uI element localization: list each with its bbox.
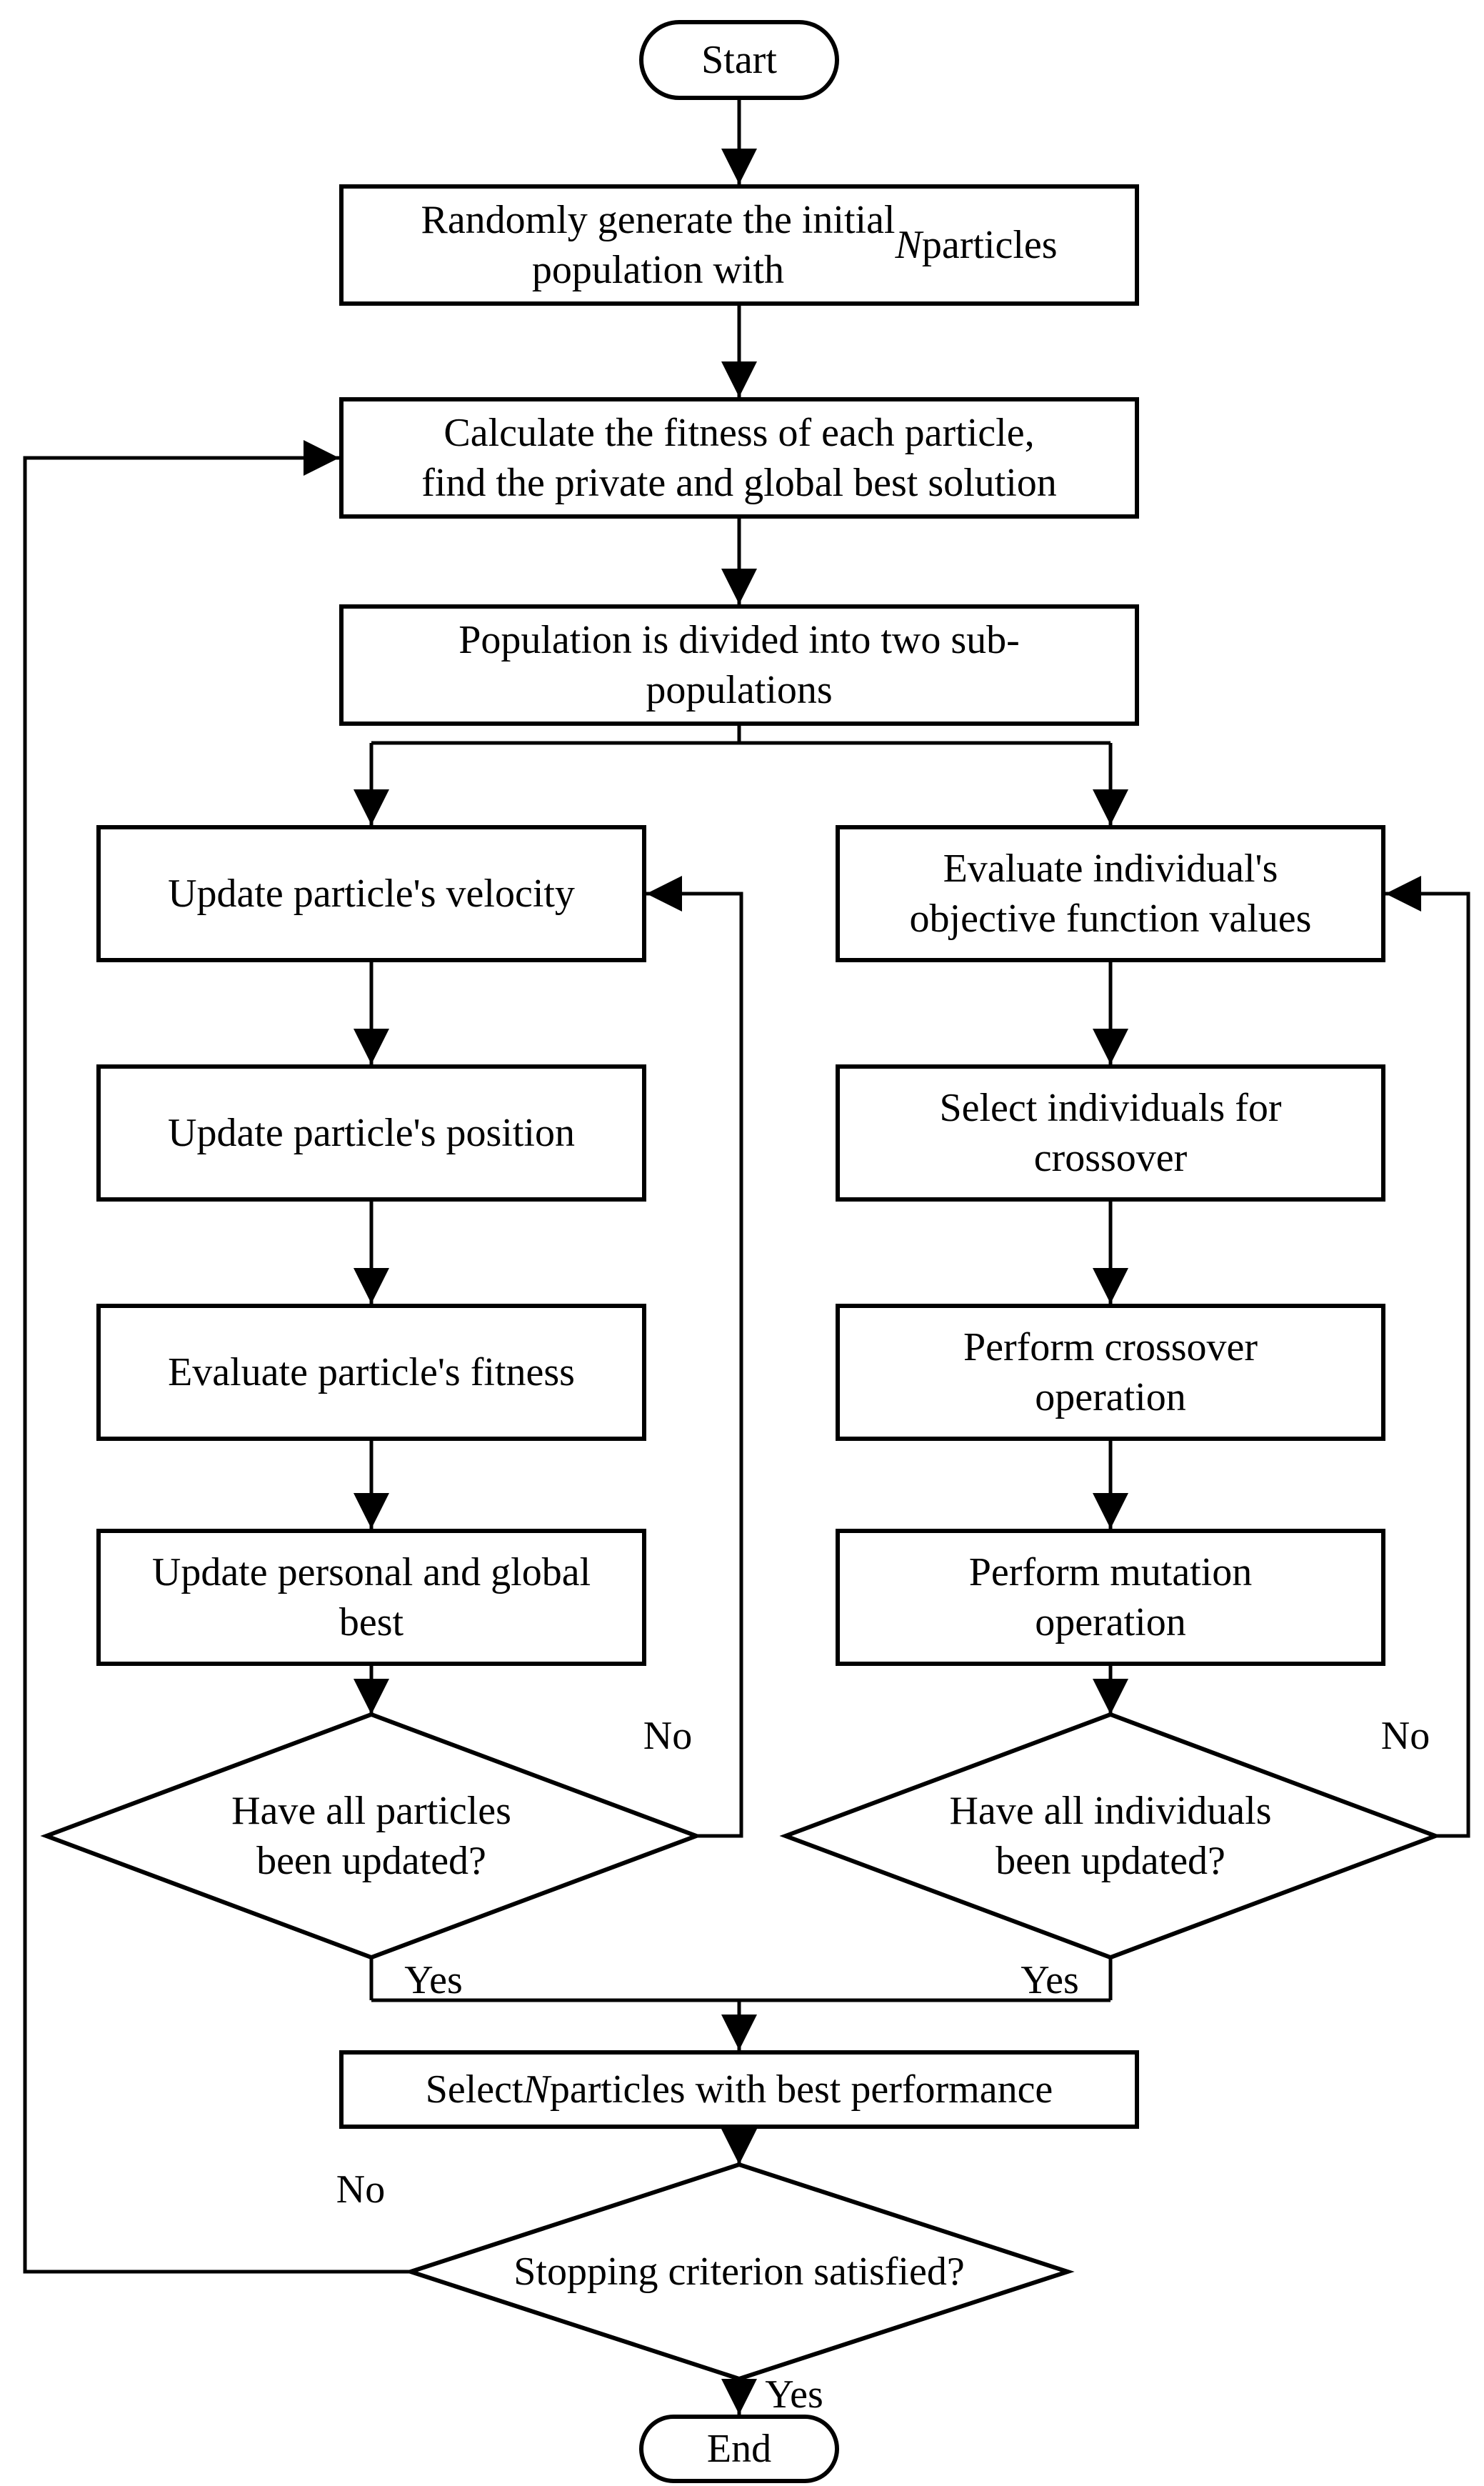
decision-stopping-shape (403, 2162, 1075, 2382)
edge-stopping-no-loop (23, 440, 411, 2274)
node-end: End (639, 2415, 839, 2483)
node-select-individuals-crossover: Select individuals for crossover (836, 1064, 1385, 1202)
decision-stopping-label: Stopping criterion satisfied? (513, 2250, 965, 2294)
node-generate-text-pre: Randomly generate the initial population… (421, 198, 896, 292)
label-stopping-yes: Yes (765, 2372, 823, 2417)
decision-particles-updated-label: Have all particles been updated? (231, 1789, 511, 1883)
node-perform-mutation: Perform mutation operation (836, 1529, 1385, 1666)
decision-individuals-updated-shape (779, 1712, 1442, 1960)
decision-particles-updated-shape (40, 1712, 703, 1960)
node-select-best-text-pre: Select (425, 2067, 523, 2112)
edge-yes-merge-line (369, 1957, 1113, 2002)
node-generate-population: Randomly generate the initial population… (339, 184, 1139, 306)
node-divide-population: Population is divided into two sub- popu… (339, 604, 1139, 726)
node-start: Start (639, 20, 839, 100)
label-particles-yes: Yes (404, 1958, 463, 2002)
edge-individuals-no-loop (1385, 876, 1470, 1838)
node-generate-variable-n: N (895, 223, 922, 267)
node-select-best-variable-n: N (523, 2067, 550, 2112)
label-individuals-no: No (1380, 1714, 1430, 1758)
node-select-best-particles: Select N particles with best performance (339, 2050, 1139, 2129)
label-particles-no: No (643, 1714, 693, 1758)
node-evaluate-objective: Evaluate individual's objective function… (836, 825, 1385, 962)
node-update-velocity: Update particle's velocity (96, 825, 646, 962)
node-select-best-text-post: particles with best performance (549, 2067, 1053, 2112)
edge-divide-split-line (371, 726, 1111, 745)
edge-particles-no-loop (646, 876, 743, 1838)
node-update-personal-global-best: Update personal and global best (96, 1529, 646, 1666)
node-calculate-fitness: Calculate the fitness of each particle, … (339, 397, 1139, 519)
node-generate-text-post: particles (921, 223, 1058, 267)
label-individuals-yes: Yes (1021, 1958, 1079, 2002)
decision-individuals-updated-label: Have all individuals been updated? (949, 1789, 1272, 1883)
node-perform-crossover: Perform crossover operation (836, 1304, 1385, 1441)
label-stopping-no: No (336, 2167, 386, 2212)
node-evaluate-fitness: Evaluate particle's fitness (96, 1304, 646, 1441)
node-update-position: Update particle's position (96, 1064, 646, 1202)
